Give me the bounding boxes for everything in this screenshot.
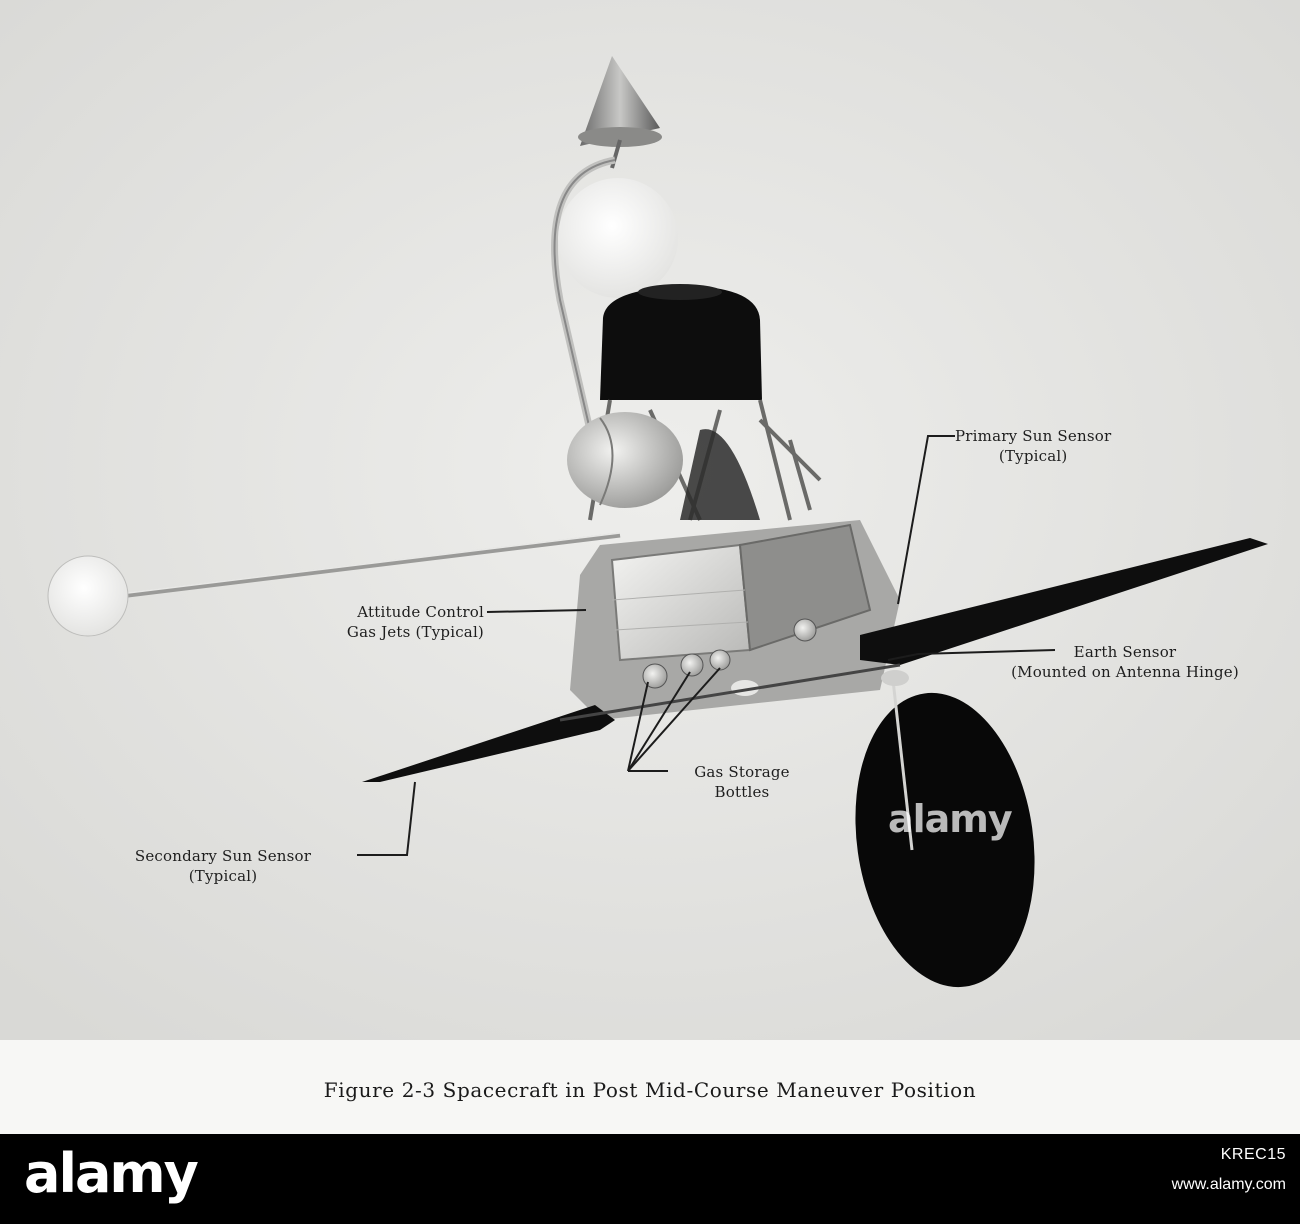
callout-earth-sensor-line2: (Mounted on Antenna Hinge) [1011,663,1239,681]
omni-antenna-cone [578,56,662,169]
spacecraft-photo [0,0,1300,1040]
callout-secondary-sun-sensor-line1: Secondary Sun Sensor [134,847,312,865]
gas-tank [567,412,683,508]
magnetometer-boom [119,532,621,599]
callout-earth-sensor-line1: Earth Sensor [1073,643,1177,661]
callout-attitude-control-line1: Attitude Control [357,603,484,621]
callout-earth-sensor: Earth Sensor (Mounted on Antenna Hinge) [964,642,1286,682]
callout-attitude-control-line2: Gas Jets (Typical) [346,623,484,641]
figure-page: Primary Sun Sensor (Typical) Attitude Co… [0,0,1300,1102]
site-url: www.alamy.com [1171,1176,1286,1193]
photo-background [0,0,1300,1040]
antenna-hinge-arm [891,679,914,851]
alamy-logo: alamy [24,1142,199,1205]
callout-primary-sun-sensor: Primary Sun Sensor (Typical) [955,426,1111,466]
callout-primary-sun-sensor-line1: Primary Sun Sensor [955,427,1112,445]
directional-antenna-dish [855,692,1035,988]
watermark: alamy [888,797,1013,841]
callout-secondary-sun-sensor: Secondary Sun Sensor (Typical) [92,846,354,886]
callout-attitude-control: Attitude Control Gas Jets (Typical) [284,602,484,642]
callout-gas-storage: Gas Storage Bottles [672,762,812,802]
stock-footer-bar: alamy KREC15 www.alamy.com [0,1134,1300,1224]
figure-caption: Figure 2-3 Spacecraft in Post Mid-Course… [323,1078,977,1102]
callout-leaders [357,435,1056,856]
solar-panel-right [860,538,1268,665]
electronics-box [610,543,752,662]
image-id: KREC15 [1220,1146,1286,1163]
magnetometer-sphere [47,555,129,637]
callout-secondary-sun-sensor-line2: (Typical) [188,867,258,885]
retro-motor [600,286,762,400]
high-gain-sphere [558,178,678,298]
gas-storage-bottles [642,618,817,689]
callout-gas-storage-line2: Bottles [714,783,770,801]
solar-panel-left [362,705,615,782]
callout-gas-storage-line1: Gas Storage [694,763,790,781]
callout-primary-sun-sensor-line2: (Typical) [998,447,1068,465]
